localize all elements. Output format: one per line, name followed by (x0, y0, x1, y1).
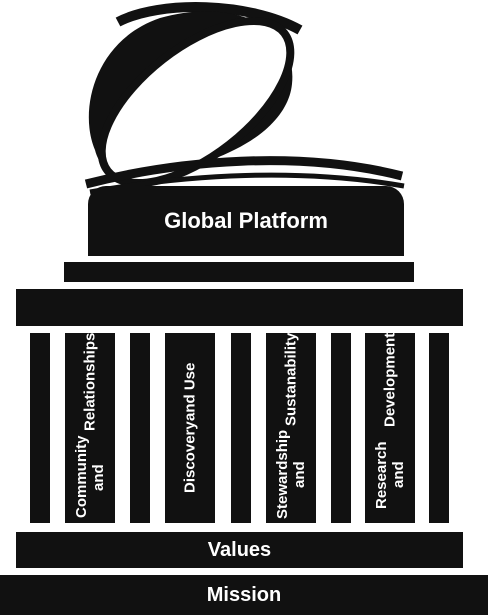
dome-illustration (84, 2, 405, 195)
global-platform-block: Global Platform (88, 186, 404, 256)
global-platform-label: Global Platform (164, 208, 328, 233)
values-label: Values (207, 538, 272, 561)
pillar-label-line1: Community and (73, 435, 107, 519)
entablature (16, 289, 463, 326)
pillar-label-line2: Relationships (81, 333, 99, 432)
dome-opening (97, 16, 295, 188)
thin-column (130, 333, 150, 523)
thin-column (429, 333, 449, 523)
pillar-discovery: Discovery and Use (165, 333, 215, 523)
mission-block: Mission (0, 575, 488, 615)
values-block: Values (16, 532, 463, 568)
pillar-label-line1: Research and (373, 441, 407, 509)
dome-base-arc-2 (89, 172, 405, 195)
pillar-community: Community and Relationships (65, 333, 115, 523)
dome-base-arc (84, 156, 404, 189)
mission-label: Mission (206, 583, 282, 606)
thin-column (30, 333, 50, 523)
pillar-label-line1: Discovery (181, 421, 199, 494)
dome-rim-arc (115, 2, 303, 35)
pillar-research: Research and Development (365, 333, 415, 523)
pillar-label-line2: and Use (181, 362, 199, 422)
platform-ledge (64, 262, 414, 282)
pillar-label-line1: Stewardship and (274, 430, 308, 520)
pillar-label-line2: Development (381, 333, 399, 428)
thin-column (331, 333, 351, 523)
pillar-stewardship: Stewardship and Sustanability (266, 333, 316, 523)
thin-column (231, 333, 251, 523)
pillar-label-line2: Sustanability (282, 333, 300, 427)
